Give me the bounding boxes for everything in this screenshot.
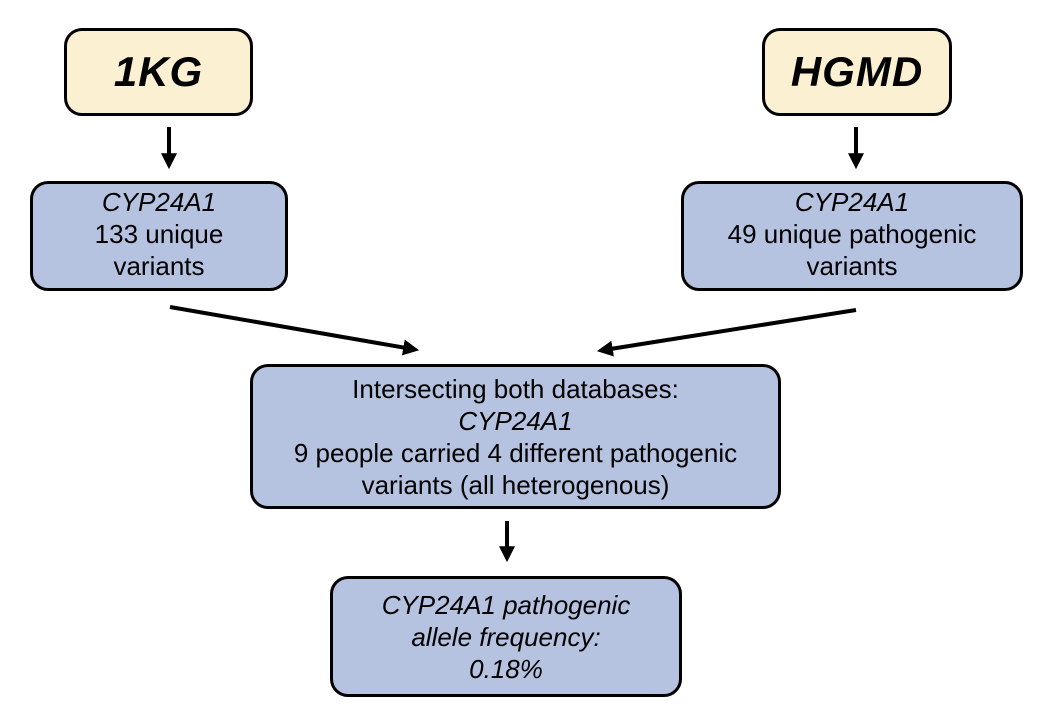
left-step-line1: 133 unique (94, 219, 224, 249)
source-1kg-label: 1KG (113, 48, 204, 95)
result-line1: CYP24A1 pathogenic (381, 589, 631, 620)
intersection-gene: CYP24A1 (458, 405, 573, 436)
right-step-box: CYP24A1 49 unique pathogenic variants (681, 181, 1023, 291)
arrow-right-step-to-intersection (596, 308, 857, 357)
intersection-heading: Intersecting both databases: (352, 373, 679, 404)
arrow-left-step-to-intersection (169, 305, 420, 356)
source-hgmd-box: HGMD (762, 28, 952, 116)
source-1kg-box: 1KG (64, 28, 253, 116)
left-step-gene: CYP24A1 (101, 187, 217, 217)
right-step-line1: 49 unique pathogenic (727, 219, 977, 249)
intersection-box: Intersecting both databases: CYP24A1 9 p… (250, 364, 781, 509)
intersection-line2: variants (all heterogenous) (361, 469, 670, 500)
left-step-line2: variants (113, 251, 205, 281)
result-value: 0.18% (469, 653, 543, 684)
result-line2: allele frequency: (411, 621, 601, 652)
source-hgmd-label: HGMD (790, 48, 924, 95)
result-box: CYP24A1 pathogenic allele frequency: 0.1… (330, 576, 682, 697)
right-step-line2: variants (806, 251, 898, 281)
intersection-line1: 9 people carried 4 different pathogenic (293, 437, 738, 468)
left-step-box: CYP24A1 133 unique variants (30, 181, 288, 291)
right-step-gene: CYP24A1 (794, 187, 910, 217)
